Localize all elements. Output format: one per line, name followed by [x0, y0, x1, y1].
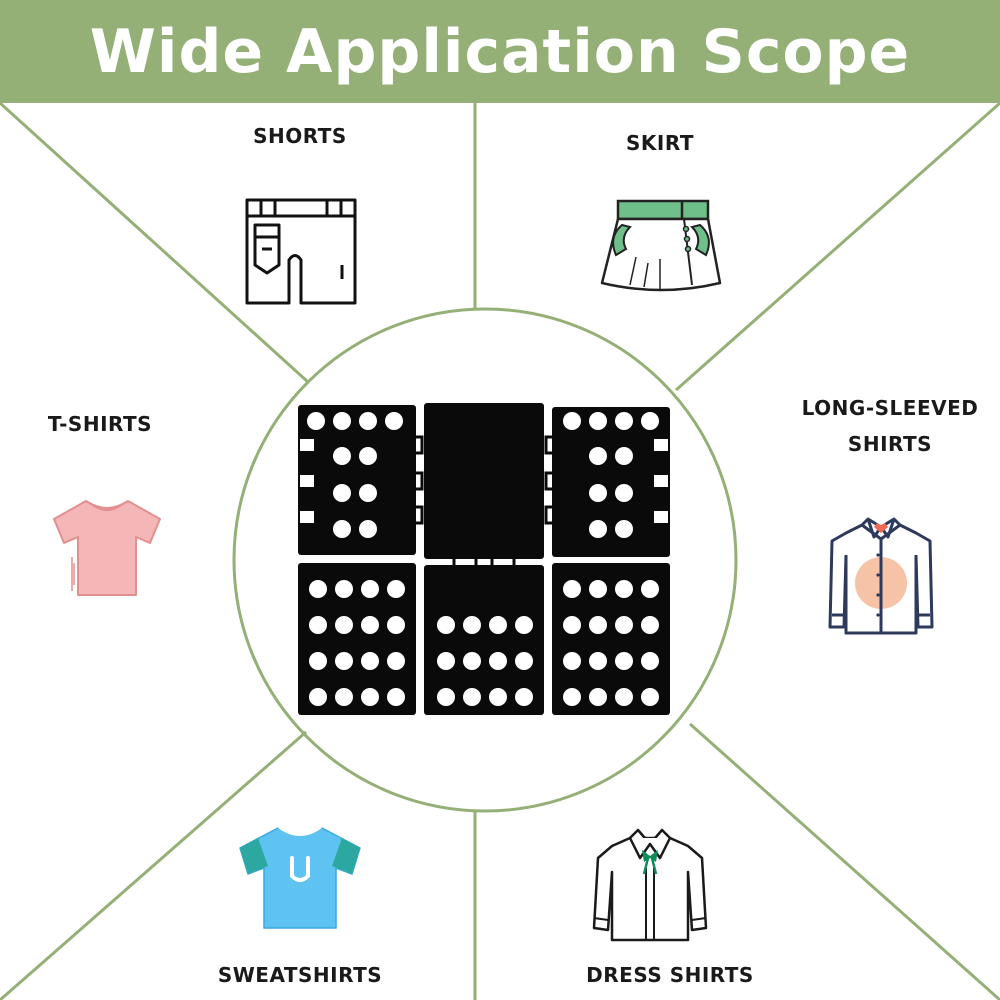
- label-tshirts: T-SHIRTS: [47, 412, 153, 436]
- sweatshirt-icon: [239, 826, 361, 929]
- shorts-icon: [245, 198, 357, 305]
- label-shorts: SHORTS: [253, 124, 347, 148]
- long-sleeved-shirt-icon: [828, 517, 934, 635]
- tshirt-icon: [53, 500, 161, 596]
- label-sweatshirts: SWEATSHIRTS: [217, 963, 383, 987]
- header-banner: Wide Application Scope: [0, 0, 1000, 103]
- label-long-sleeved: LONG-SLEEVED SHIRTS: [780, 390, 1000, 462]
- label-long-sleeved-line1: LONG-SLEEVED: [801, 396, 979, 420]
- dress-shirt-icon: [592, 828, 708, 942]
- label-long-sleeved-line2: SHIRTS: [847, 432, 933, 456]
- folding-board-icon: [298, 403, 670, 715]
- label-skirt: SKIRT: [626, 131, 694, 155]
- skirt-icon: [600, 199, 722, 292]
- page-title: Wide Application Scope: [89, 16, 911, 87]
- label-dress-shirts: DRESS SHIRTS: [586, 963, 754, 987]
